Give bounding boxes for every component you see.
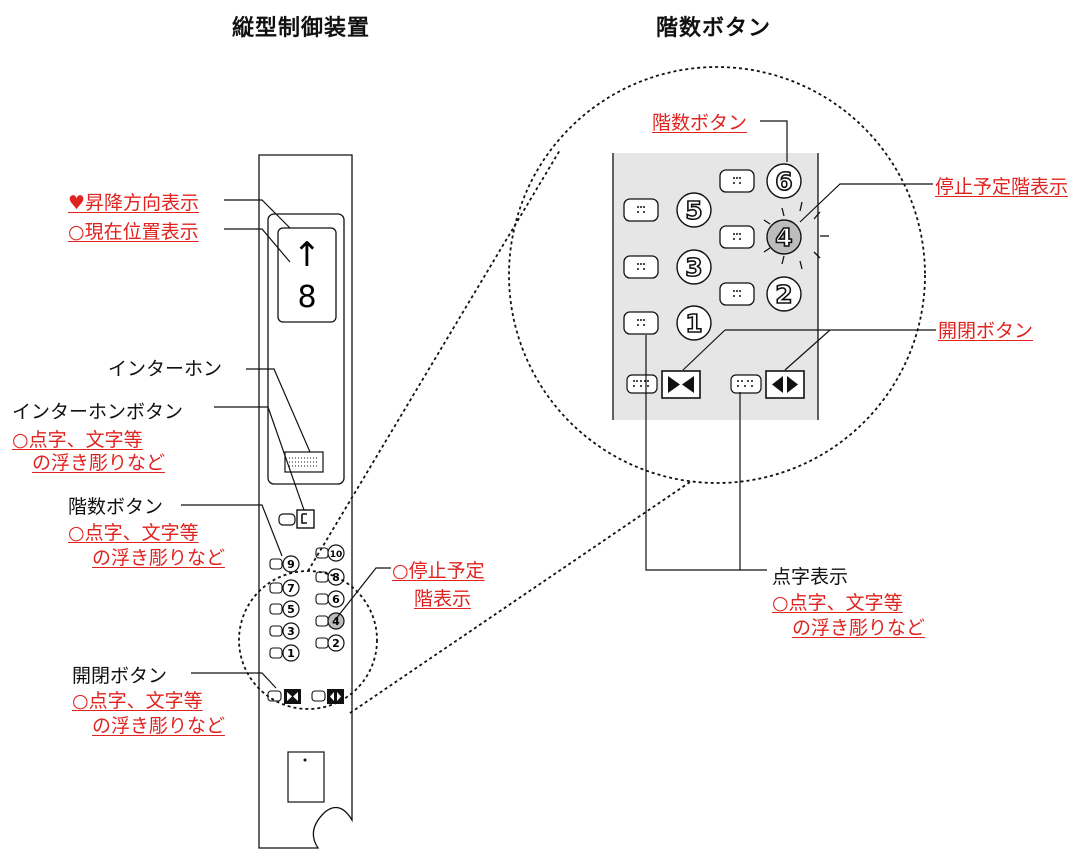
braille-label: 点字表示: [772, 566, 849, 588]
small-floor-button-8: [327, 568, 345, 586]
large-floor-label-4: 4: [775, 223, 792, 252]
small-floor-label-10: 10: [330, 550, 343, 560]
large-floor-button-3: [676, 249, 712, 285]
large-floor-label-5: 5: [685, 196, 702, 225]
small-floor-button-5: [282, 600, 300, 618]
braille-plate-1: [623, 311, 659, 335]
large-floor-label-1: 1: [685, 309, 702, 338]
large-floor-label-2: 2: [775, 280, 792, 309]
small-floor-button-1: [282, 644, 300, 662]
small-floor-label-8: 8: [332, 571, 340, 584]
large-close-button: [661, 370, 701, 399]
floor-button-label-left: 階数ボタン: [68, 496, 164, 518]
floor-note-2: の浮き彫りなど: [92, 547, 226, 569]
large-floor-button-5: [676, 192, 712, 228]
position-indicator-label: ○現在位置表示: [68, 221, 199, 243]
small-floor-button-6: [327, 590, 345, 608]
braille-note-1: ○点字、文字等: [772, 592, 903, 614]
braille-plate-2: [719, 282, 755, 306]
small-floor-label-5: 5: [287, 603, 295, 616]
small-floor-label-9: 9: [287, 558, 295, 571]
small-floor-label-1: 1: [287, 647, 295, 660]
direction-arrow: ↑: [293, 235, 322, 275]
small-floor-label-6: 6: [332, 593, 340, 606]
floor-button-label-right: 階数ボタン: [652, 112, 748, 134]
large-floor-buttons: 6 5 4 3 2 1: [623, 163, 802, 341]
braille-plate-3: [623, 255, 659, 279]
large-floor-label-6: 6: [775, 167, 792, 196]
stop-floor-label-right: 停止予定階表示: [935, 176, 1069, 198]
intercom-button-label: インターホンボタン: [12, 401, 184, 423]
display-screen: [277, 227, 337, 323]
large-open-button: [765, 370, 805, 399]
stop-scheduled-label-2: 階表示: [414, 588, 472, 610]
intercom-button: [296, 509, 315, 529]
small-floor-button-2: [327, 634, 345, 652]
large-floor-button-4: [766, 219, 802, 255]
intercom-note-2: の浮き彫りなど: [32, 452, 166, 474]
intercom-note-1: ○点字、文字等: [12, 429, 143, 451]
open-close-note-2: の浮き彫りなど: [92, 715, 226, 737]
right-title: 階数ボタン: [656, 16, 772, 41]
large-floor-button-2: [766, 276, 802, 312]
braille-plate-5: [623, 198, 659, 222]
current-floor: 8: [297, 280, 316, 315]
large-floor-button-6: [766, 163, 802, 199]
small-floor-button-10: [327, 544, 345, 562]
small-floor-label-2: 2: [332, 637, 340, 650]
open-close-label-left: 開閉ボタン: [72, 665, 168, 687]
zoom-circle-large: [508, 66, 926, 484]
stop-indicator-rays: [763, 201, 829, 270]
large-floor-label-3: 3: [685, 253, 702, 282]
small-floor-button-9: [282, 555, 300, 573]
small-floor-label-4: 4: [332, 615, 340, 628]
small-floor-button-4: [327, 612, 345, 630]
direction-indicator-label: ♥昇降方向表示: [68, 192, 200, 214]
small-floor-buttons: 10 9 8 7 6 5 4 3 2 1: [269, 544, 345, 662]
open-close-label-right: 開閉ボタン: [938, 320, 1034, 342]
braille-plate-4: [719, 225, 755, 249]
stop-scheduled-label-1: ○停止予定: [392, 560, 485, 582]
intercom-label: インターホン: [108, 358, 223, 380]
small-open-button: [327, 689, 344, 704]
left-title: 縦型制御装置: [232, 16, 371, 41]
open-close-note-1: ○点字、文字等: [72, 690, 203, 712]
intercom-grille: [289, 457, 319, 467]
small-floor-button-7: [282, 579, 300, 597]
small-close-button: [284, 689, 301, 704]
braille-note-2: の浮き彫りなど: [792, 617, 926, 639]
large-floor-button-1: [676, 305, 712, 341]
floor-note-1: ○点字、文字等: [68, 522, 199, 544]
small-floor-label-3: 3: [287, 625, 295, 638]
braille-plate-6: [719, 169, 755, 193]
small-floor-label-7: 7: [287, 582, 295, 595]
small-floor-button-3: [282, 622, 300, 640]
